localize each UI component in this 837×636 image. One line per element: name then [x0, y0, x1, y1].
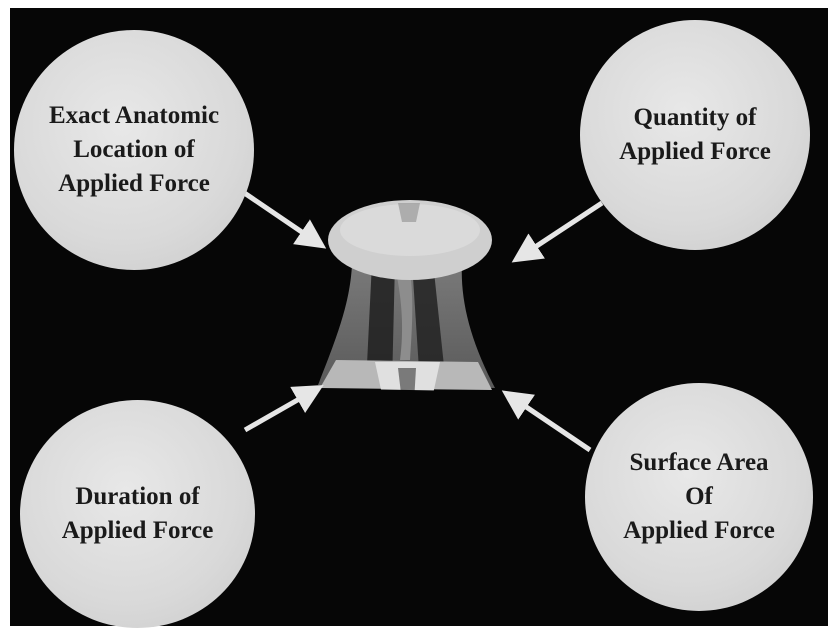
arrow-top-left	[238, 187, 327, 249]
head-neck-illustration	[300, 200, 520, 420]
arrow-bottom-left	[243, 385, 324, 433]
arrow-bottom-right	[501, 390, 592, 453]
arrow-top-right	[511, 200, 604, 263]
factor-circle-surface-area: Surface Area Of Applied Force	[585, 383, 813, 611]
factor-label-anatomic-location: Exact Anatomic Location of Applied Force	[48, 102, 220, 197]
factor-label-duration: Duration of Applied Force	[61, 483, 214, 544]
factor-label-quantity: Quantity of Applied Force	[619, 104, 771, 165]
factor-circle-duration: Duration of Applied Force	[20, 400, 255, 628]
factor-circle-quantity: Quantity of Applied Force	[580, 20, 810, 250]
factor-circle-anatomic-location: Exact Anatomic Location of Applied Force	[14, 30, 254, 270]
factor-label-surface-area: Surface Area Of Applied Force	[623, 449, 775, 544]
